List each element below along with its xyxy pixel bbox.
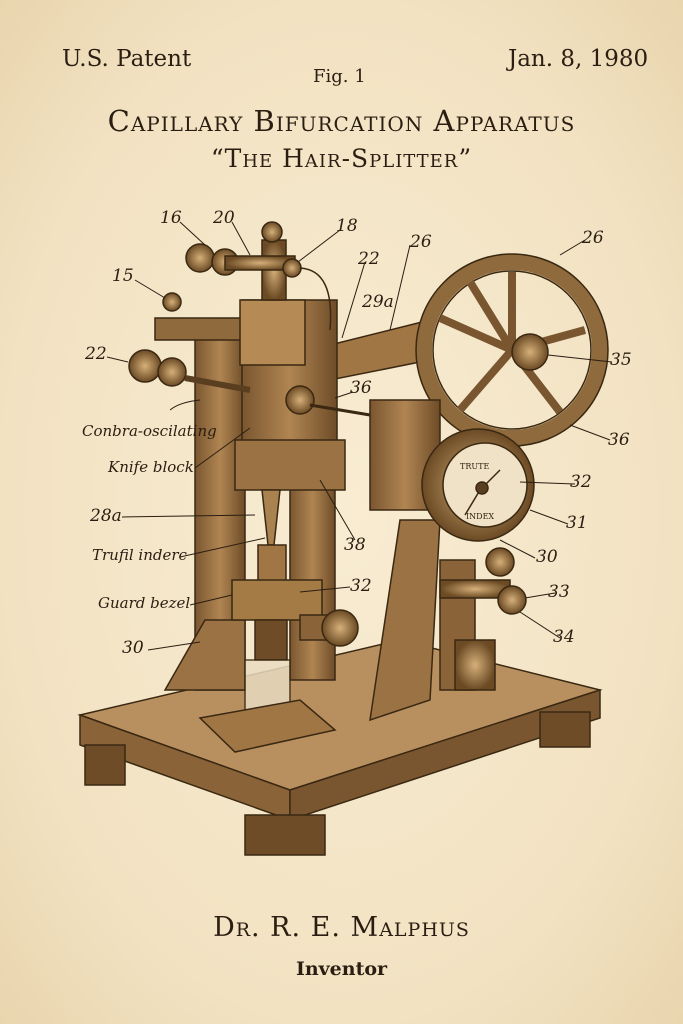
callout-34: 34 (553, 627, 575, 647)
patent-date: Jan. 8, 1980 (508, 46, 649, 72)
callout-28a: 28a (90, 506, 122, 526)
callout-18: 18 (336, 216, 358, 236)
callout-33: 33 (548, 582, 570, 602)
label-contra-oscillating: Conbra-oscilating (82, 422, 217, 440)
inventor-name: Dr. R. E. Malphus (213, 912, 470, 943)
callout-30-left: 30 (122, 638, 144, 658)
gauge-bottom-text: INDEX (466, 512, 495, 521)
label-knife-block: Knife block (108, 458, 194, 476)
patent-title: Capillary Bifurcation Apparatus (107, 104, 576, 138)
callout-32-bezel: 32 (350, 576, 372, 596)
callout-22-top: 22 (358, 249, 380, 269)
inventor-label: Inventor (295, 958, 388, 980)
callout-36-right: 36 (608, 430, 630, 450)
callout-32-gauge: 32 (570, 472, 592, 492)
flywheel (416, 254, 608, 446)
callout-16: 16 (160, 208, 182, 228)
callout-35: 35 (610, 350, 632, 370)
callout-15: 15 (112, 266, 134, 286)
label-guard-bezel: Guard bezel (98, 594, 191, 612)
patent-label: U.S. Patent (62, 46, 192, 72)
callout-31: 31 (566, 513, 588, 533)
patent-subtitle: “The Hair-Splitter” (210, 144, 473, 173)
figure-label: Fig. 1 (313, 66, 366, 87)
callout-22-left: 22 (85, 344, 107, 364)
callout-30-gauge: 30 (536, 547, 558, 567)
callout-36-center: 36 (350, 378, 372, 398)
label-trufil-inderc: Trufil inderc (92, 546, 187, 564)
callout-26-right: 26 (582, 228, 604, 248)
callout-29a: 29a (362, 292, 394, 312)
callout-26-left: 26 (410, 232, 432, 252)
gauge-top-text: TRUTE (460, 462, 490, 471)
callout-20: 20 (213, 208, 235, 228)
callout-38: 38 (344, 535, 366, 555)
